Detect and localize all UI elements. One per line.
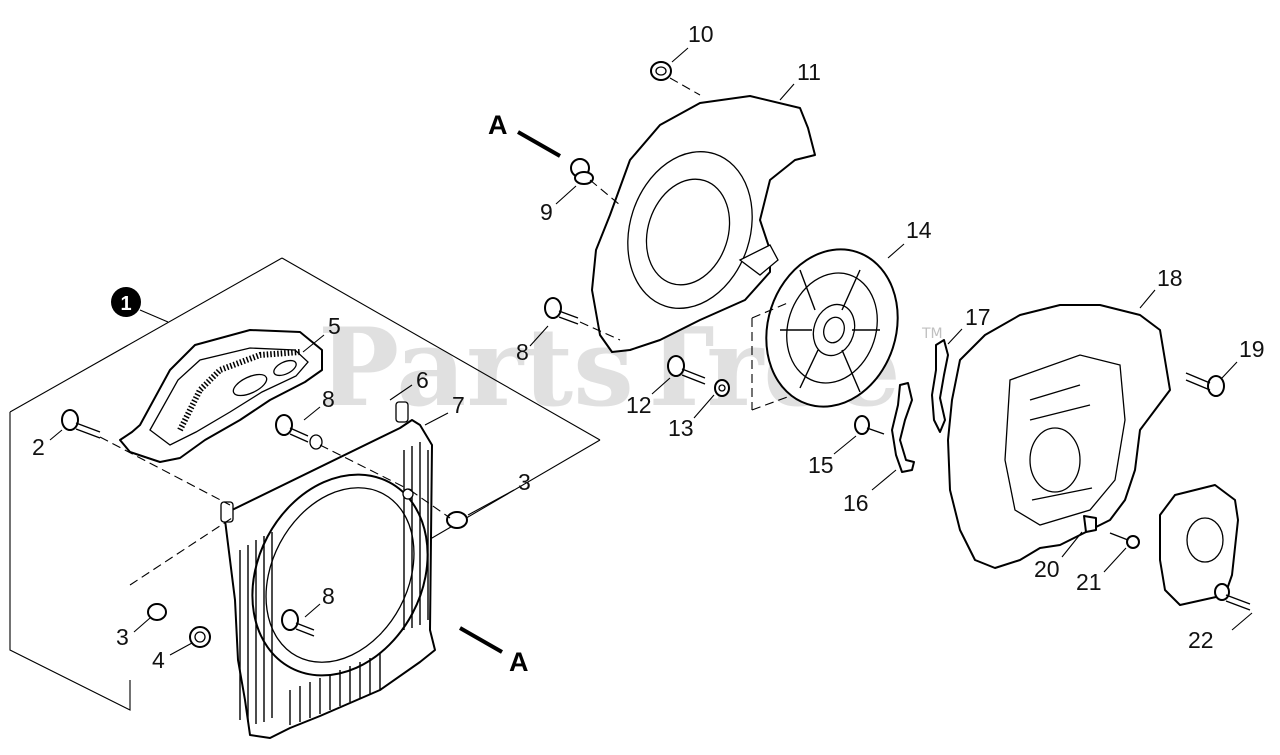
callout-3-right[interactable]: 3 — [467, 469, 531, 516]
part-7-frame[interactable] — [218, 401, 461, 739]
svg-text:9: 9 — [540, 199, 553, 225]
part-5-shroud-top[interactable] — [119, 329, 323, 463]
svg-text:14: 14 — [906, 217, 932, 243]
frame-fins-bottom — [289, 654, 381, 725]
watermark-trademark: TM — [921, 326, 943, 342]
svg-text:3: 3 — [116, 624, 129, 650]
part-22-plate[interactable] — [1159, 484, 1239, 606]
callout-10[interactable]: 10 — [671, 21, 714, 63]
part-16-bracket[interactable] — [891, 382, 915, 473]
part-9-grommet[interactable] — [570, 158, 594, 185]
part-8-bolt-middle[interactable] — [544, 297, 579, 325]
svg-text:19: 19 — [1239, 336, 1265, 362]
svg-text:10: 10 — [688, 21, 714, 47]
part-3-nut-right[interactable] — [446, 511, 468, 529]
svg-text:7: 7 — [452, 392, 465, 418]
callout-6[interactable]: 6 — [389, 367, 429, 401]
part-15-screw[interactable] — [854, 415, 885, 435]
part-21-screw[interactable] — [1109, 532, 1140, 549]
part-2-bolt[interactable] — [61, 409, 101, 439]
svg-text:21: 21 — [1076, 569, 1102, 595]
callout-14[interactable]: 14 — [887, 217, 932, 259]
section-marker-bottom: A — [509, 647, 529, 677]
part-10-nut[interactable] — [650, 61, 672, 81]
callout-8-lower[interactable]: 8 — [304, 583, 335, 618]
svg-text:16: 16 — [843, 490, 869, 516]
callout-11[interactable]: 11 — [779, 59, 821, 101]
callout-15[interactable]: 15 — [808, 435, 857, 478]
callout-19[interactable]: 19 — [1221, 336, 1265, 379]
svg-text:12: 12 — [626, 392, 652, 418]
callout-16[interactable]: 16 — [843, 469, 897, 516]
callout-9[interactable]: 9 — [540, 185, 577, 225]
svg-text:17: 17 — [965, 304, 991, 330]
callout-3-lower[interactable]: 3 — [116, 617, 151, 650]
svg-text:13: 13 — [668, 415, 694, 441]
part-3-nut-lower[interactable] — [147, 603, 167, 621]
callout-12[interactable]: 12 — [626, 377, 671, 418]
assembly-marker-1[interactable]: 1 — [111, 287, 169, 323]
part-8-bolt-upper[interactable] — [275, 414, 323, 450]
callout-17[interactable]: 17 — [947, 304, 991, 345]
svg-text:3: 3 — [518, 469, 531, 495]
part-8-bolt-lower[interactable] — [281, 609, 315, 637]
part-4-nut[interactable] — [189, 626, 211, 648]
part-14-fan[interactable] — [746, 232, 917, 424]
assembly-marker-label: 1 — [120, 293, 131, 315]
callout-7[interactable]: 7 — [424, 392, 465, 426]
part-13-washer[interactable] — [714, 379, 730, 397]
callout-2[interactable]: 2 — [32, 429, 63, 460]
svg-text:8: 8 — [322, 583, 335, 609]
callout-20[interactable]: 20 — [1034, 531, 1083, 582]
svg-text:2: 2 — [32, 434, 45, 460]
callout-8-upper[interactable]: 8 — [303, 386, 335, 421]
part-18-fan-case[interactable] — [947, 304, 1171, 569]
part-22-bolt[interactable] — [1214, 583, 1251, 611]
part-11-fan-cover[interactable] — [591, 95, 816, 353]
svg-text:20: 20 — [1034, 556, 1060, 582]
callout-8-middle[interactable]: 8 — [516, 325, 549, 365]
frame-fins-left — [239, 532, 273, 724]
part-20-clip[interactable] — [1083, 515, 1097, 533]
svg-text:5: 5 — [328, 313, 341, 339]
part-12-bolt[interactable] — [667, 355, 706, 385]
callout-4[interactable]: 4 — [152, 642, 193, 673]
svg-text:11: 11 — [797, 59, 821, 85]
section-marker-top: A — [488, 110, 508, 140]
part-19-bolt[interactable] — [1185, 372, 1225, 397]
svg-text:6: 6 — [416, 367, 429, 393]
svg-text:8: 8 — [322, 386, 335, 412]
svg-text:18: 18 — [1157, 265, 1183, 291]
callout-5[interactable]: 5 — [302, 313, 341, 353]
svg-text:22: 22 — [1188, 627, 1214, 653]
svg-text:15: 15 — [808, 452, 834, 478]
svg-text:8: 8 — [516, 339, 529, 365]
svg-text:4: 4 — [152, 647, 165, 673]
part-17-bracket[interactable] — [931, 339, 949, 433]
callout-21[interactable]: 21 — [1076, 547, 1127, 595]
callout-13[interactable]: 13 — [668, 394, 715, 441]
frame-fins-right — [403, 442, 429, 630]
callout-22[interactable]: 22 — [1188, 612, 1253, 653]
callout-18[interactable]: 18 — [1139, 265, 1183, 309]
